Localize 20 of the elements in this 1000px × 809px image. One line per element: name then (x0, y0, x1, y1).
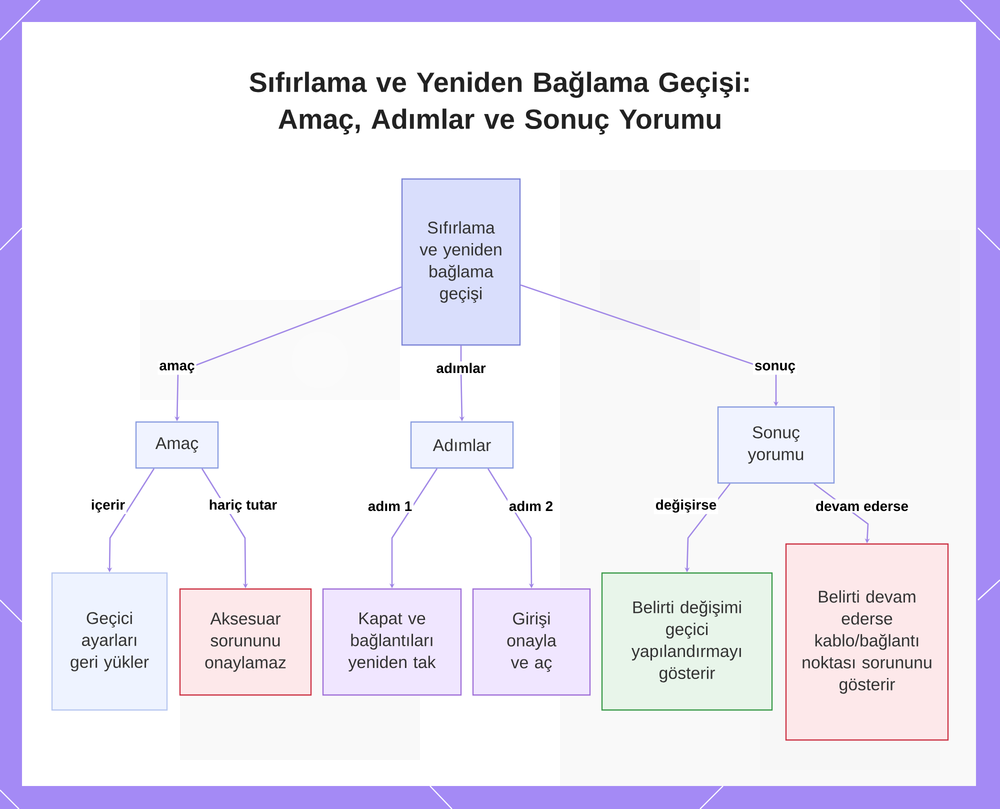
category-box: Adımlar (410, 421, 514, 469)
leaf-box: Kapat ve bağlantıları yeniden tak (322, 588, 462, 696)
category-box: Amaç (135, 421, 219, 469)
category-box: Sonuç yorumu (717, 406, 835, 484)
leaf-box: Aksesuar sorununu onaylamaz (179, 588, 312, 696)
edge-label: değişirse (656, 499, 716, 513)
edge-label: adımlar (436, 362, 486, 374)
edge-label: içerir (92, 500, 125, 512)
edge-label: sonuç (754, 362, 796, 374)
leaf-box: Belirti değişimi geçici yapılandırmayı gösterir (601, 572, 773, 711)
leaf-box: Girişi onayla ve aç (472, 588, 591, 696)
edge-label: adım 1 (368, 500, 412, 512)
edge-label: devam ederse (816, 500, 908, 512)
edge-label: amaç (160, 362, 194, 374)
edge-label: adım 2 (509, 500, 553, 512)
leaf-box: Belirti devam ederse kablo/bağlantı noktası sorununu gösterir (785, 543, 949, 741)
edge-label: hariç tutar (210, 500, 277, 512)
title: Sıfırlama ve Yeniden Bağlama Geçişi: Amaç, Adımlar ve Sonuç Yorumu (250, 71, 748, 135)
leaf-box: Geçici ayarları geri yükler (51, 572, 168, 711)
root-box: Sıfırlama ve yeniden bağlama geçişi (401, 178, 521, 346)
